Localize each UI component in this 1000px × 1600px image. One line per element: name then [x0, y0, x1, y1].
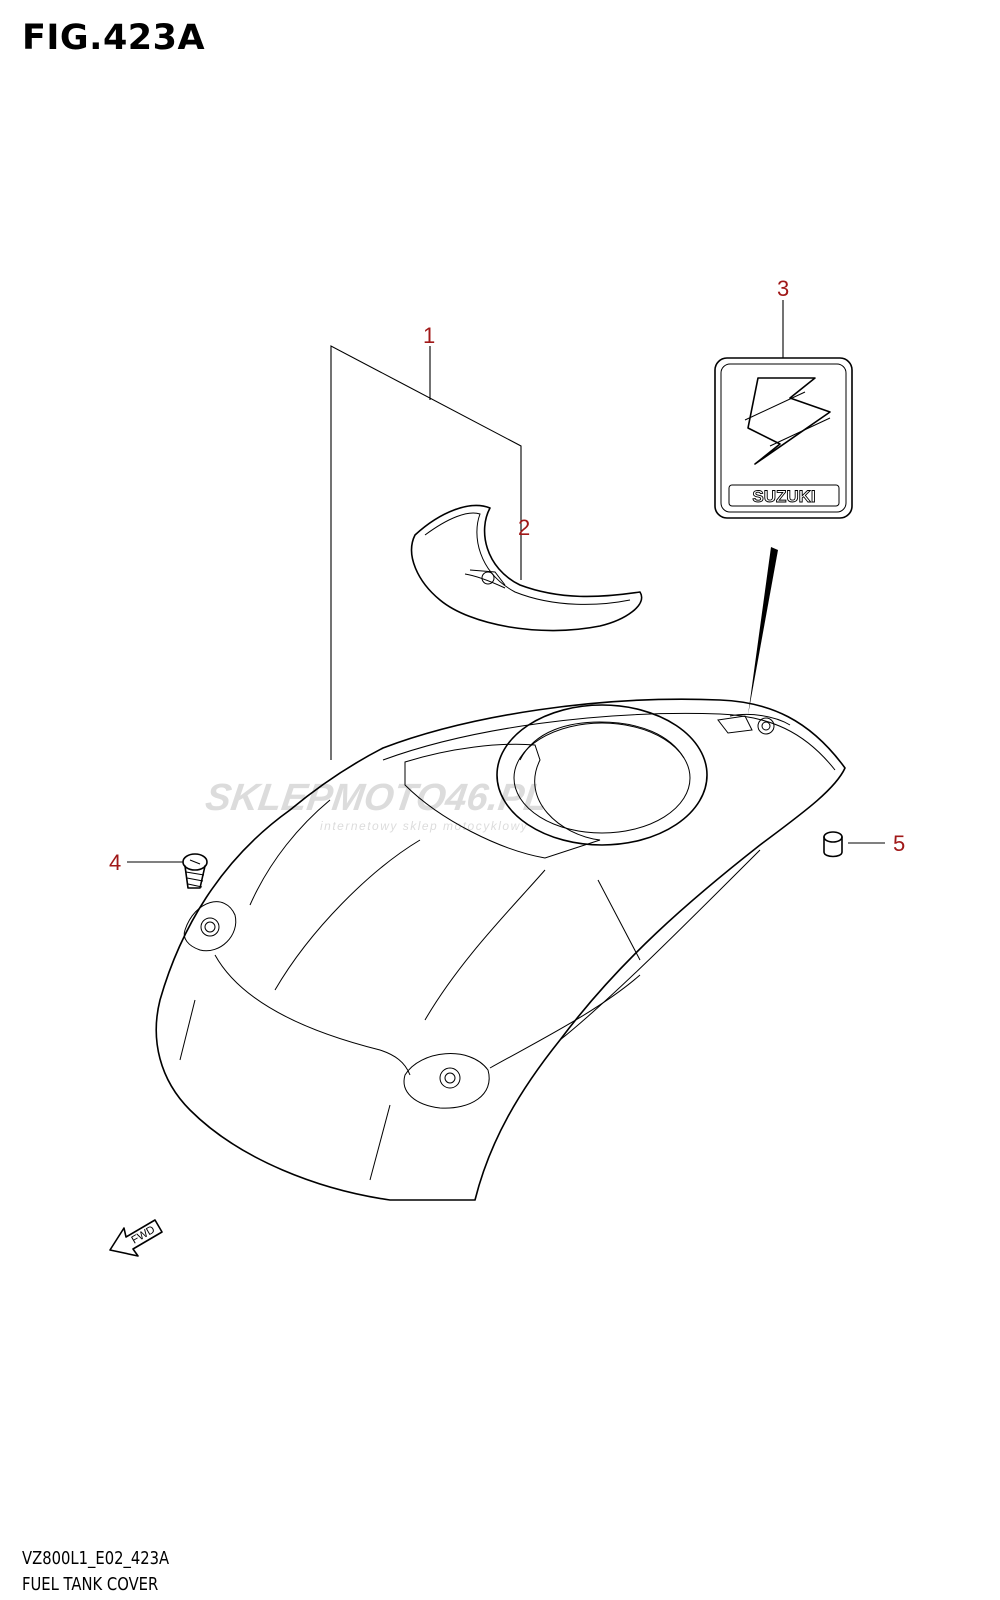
leader-1	[330, 345, 522, 760]
callout-5: 5	[893, 831, 905, 856]
part-4-screw	[182, 853, 208, 889]
figure-title: FIG.423A	[22, 18, 206, 58]
part-5-grommet	[823, 831, 843, 858]
watermark-tagline: internetowy sklep motocyklowy	[320, 819, 528, 833]
figure-footer: VZ800L1_E02_423A FUEL TANK COVER	[22, 1546, 201, 1598]
callout-4: 4	[109, 850, 121, 875]
watermark-brand: SKLEPMOTO46.PL	[203, 776, 550, 819]
figure-caption: FUEL TANK COVER	[22, 1574, 159, 1595]
callout-2: 2	[518, 515, 530, 540]
emblem-pointer	[748, 547, 778, 715]
callout-3: 3	[777, 276, 789, 301]
model-code: VZ800L1_E02_423A	[22, 1548, 170, 1569]
fuel-tank-cover	[155, 698, 846, 1201]
callout-1: 1	[423, 323, 435, 348]
part-2-trim	[410, 504, 643, 632]
fwd-direction-arrow: FWD	[109, 1219, 163, 1257]
leader-lines	[127, 300, 885, 863]
emblem-wordmark: SUZUKI	[752, 487, 815, 506]
watermark: SKLEPMOTO46.PL internetowy sklep motocyk…	[203, 776, 550, 833]
part-3-emblem: SUZUKI	[714, 357, 853, 715]
